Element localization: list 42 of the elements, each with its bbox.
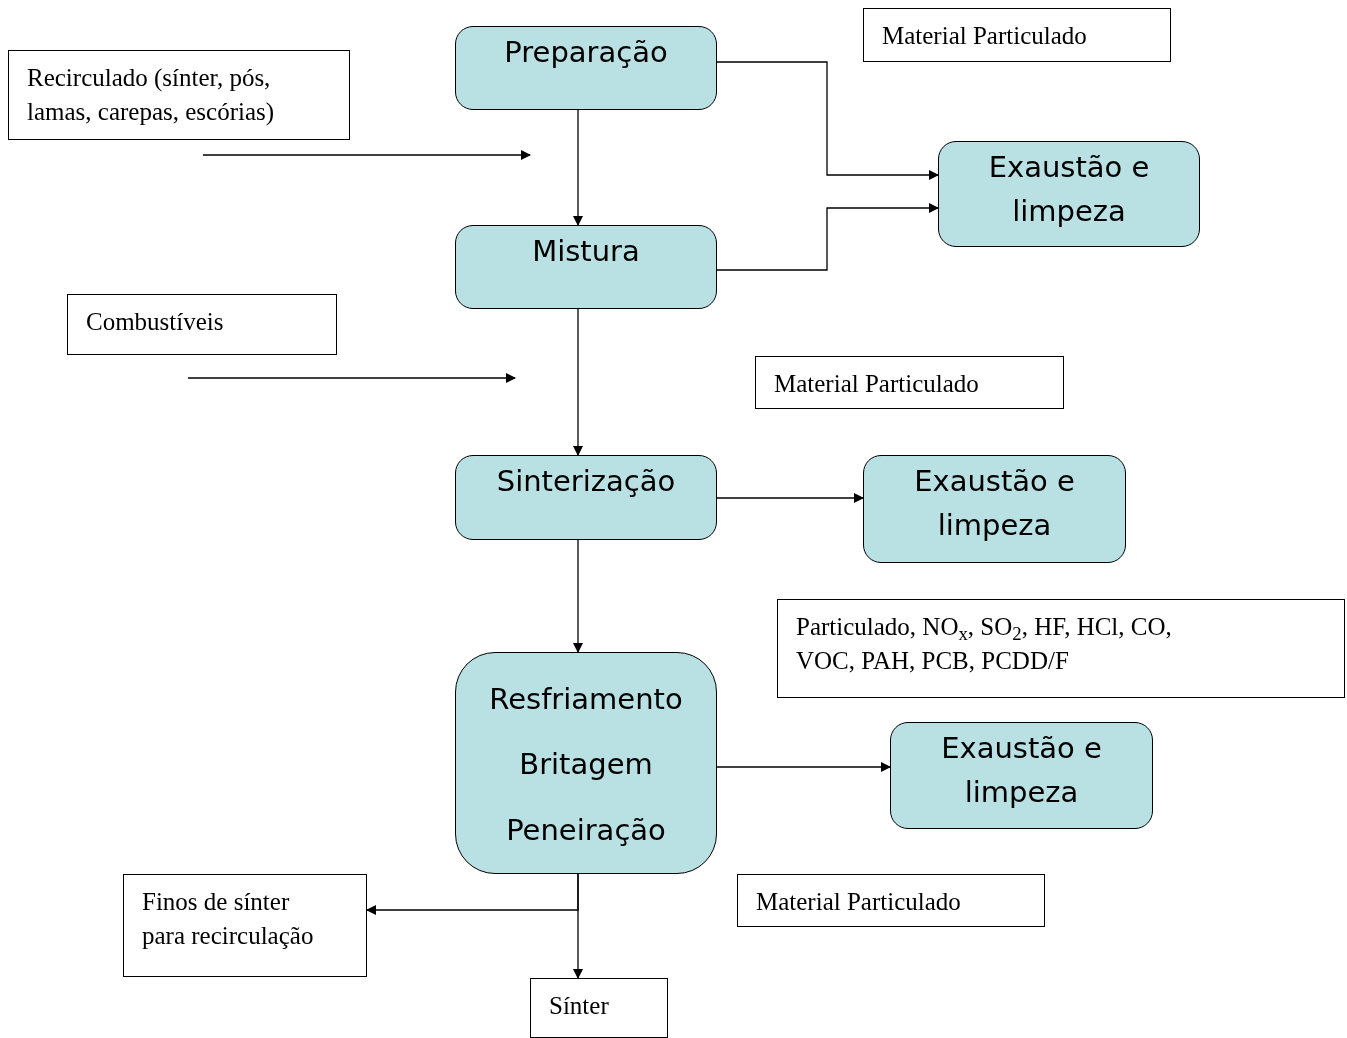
process-label: Exaustão e limpeza [913,463,1076,544]
text-box [777,599,1345,698]
arrow [187,373,516,383]
text-box [755,356,1064,409]
note-text: Material Particulado [774,369,980,399]
process-label: Mistura [532,233,640,270]
note-text: Finos de sínter para recirculação [142,887,315,951]
text-box [737,874,1045,927]
note-text: Particulado, NO$_{x}$, SO$_{2}$, HF, HCl, CO, VOC, PAH, PCB, PCDD/F [796,612,1173,676]
note-text: Material Particulado [882,21,1088,51]
process-box [455,455,717,540]
text-box [123,874,367,977]
text-box [67,294,337,355]
arrow [202,150,531,160]
process-box [863,455,1126,563]
process-box [455,26,717,110]
process-label: Sinterização [496,463,676,500]
process-box [890,722,1153,829]
text-box [863,8,1171,62]
process-label: Peneiração [506,811,666,849]
arrow [573,109,583,226]
note-text: Combustíveis [86,307,225,337]
process-label: Exaustão e limpeza [987,149,1151,230]
arrow [716,493,864,503]
note-text: Recirculado (sínter, pós, lamas, carepas, escórias) [27,63,276,127]
process-box [938,141,1200,247]
arrow [716,762,891,772]
arrow [716,203,939,271]
process-label: Exaustão e limpeza [940,730,1103,811]
text-box [8,50,350,140]
process-box [455,652,717,874]
process-label: Resfriamento [489,680,683,718]
arrow [716,61,939,180]
arrow [573,539,583,653]
process-box [455,225,717,309]
process-label: Britagem [519,746,653,784]
arrow [573,308,583,456]
process-label: Preparação [504,34,668,71]
note-text: Material Particulado [756,887,962,917]
text-box [530,978,668,1038]
arrow [573,873,583,979]
note-text: Sínter [549,991,610,1021]
